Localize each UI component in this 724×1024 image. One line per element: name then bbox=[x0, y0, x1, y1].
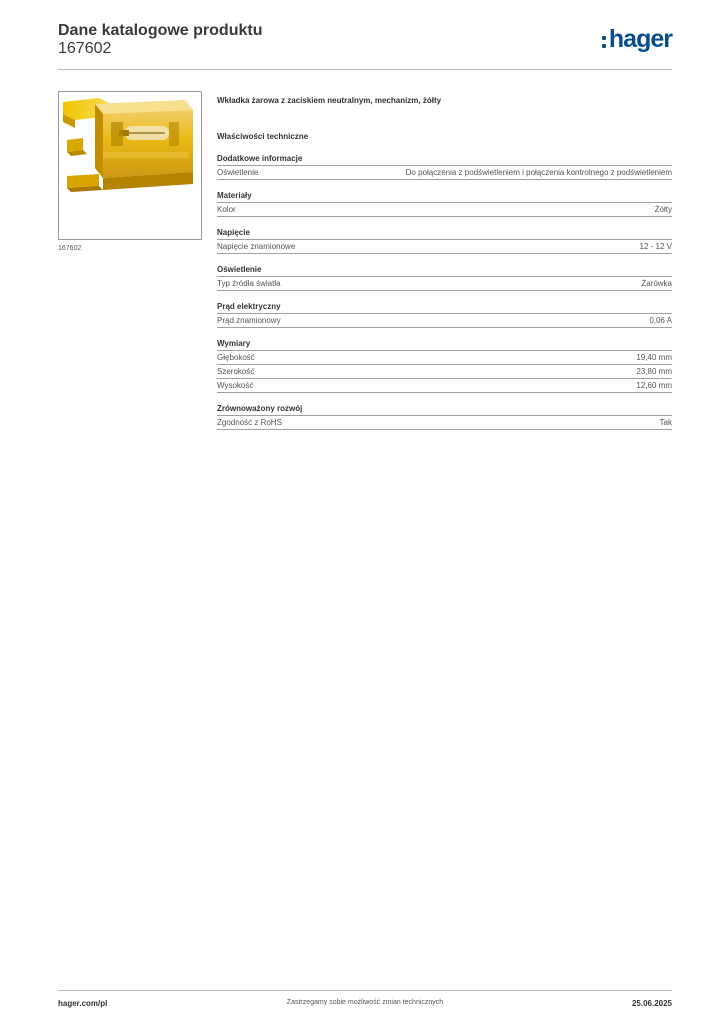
property-row: Szerokość 23,80 mm bbox=[217, 365, 672, 379]
property-value: Żarówka bbox=[641, 279, 672, 288]
section-title: Oświetlenie bbox=[217, 264, 672, 277]
document-title: Dane katalogowe produktu bbox=[58, 22, 263, 39]
footer-date: 25.06.2025 bbox=[631, 999, 672, 1008]
property-label: Typ źródła światła bbox=[217, 279, 281, 288]
property-label: Szerokość bbox=[217, 367, 255, 376]
yellow-lamp-insert-image bbox=[63, 98, 193, 192]
section-title: Napięcie bbox=[217, 227, 672, 240]
property-value: Żółty bbox=[654, 205, 672, 214]
property-label: Kolor bbox=[217, 205, 236, 214]
property-value: 12 - 12 V bbox=[639, 242, 672, 251]
product-name: Wkładka żarowa z zaciskiem neutralnym, m… bbox=[217, 96, 442, 105]
property-row: Kolor Żółty bbox=[217, 203, 672, 217]
hager-logo: hager bbox=[601, 25, 673, 53]
property-value: 19,40 mm bbox=[636, 353, 672, 362]
property-row: Głębokość 19,40 mm bbox=[217, 351, 672, 365]
property-row: Prąd znamionowy 0,06 A bbox=[217, 314, 672, 328]
product-image bbox=[58, 91, 202, 240]
property-value: 0,06 A bbox=[649, 316, 672, 325]
footer-disclaimer: Zastrzegamy sobie możliwość zmian techni… bbox=[286, 999, 444, 1006]
property-label: Napięcie znamionowe bbox=[217, 242, 296, 251]
section-title: Prąd elektryczny bbox=[217, 301, 672, 314]
property-row: Oświetlenie Do połączenia z podświetleni… bbox=[217, 166, 672, 180]
section-additional-info: Dodatkowe informacje Oświetlenie Do połą… bbox=[217, 153, 672, 180]
property-label: Zgodność z RoHS bbox=[217, 418, 282, 427]
logo-wordmark: hager bbox=[608, 25, 673, 53]
property-row: Napięcie znamionowe 12 - 12 V bbox=[217, 240, 672, 254]
section-title: Dodatkowe informacje bbox=[217, 153, 672, 166]
section-sustainability: Zrównoważony rozwój Zgodność z RoHS Tak bbox=[217, 403, 672, 430]
technical-properties-title: Właściwości techniczne bbox=[217, 132, 309, 141]
section-dimensions: Wymiary Głębokość 19,40 mm Szerokość 23,… bbox=[217, 338, 672, 393]
property-label: Oświetlenie bbox=[217, 168, 259, 177]
section-title: Zrównoważony rozwój bbox=[217, 403, 672, 416]
property-row: Typ źródła światła Żarówka bbox=[217, 277, 672, 291]
product-details: Wkładka żarowa z zaciskiem neutralnym, m… bbox=[217, 95, 672, 430]
image-caption: 167602 bbox=[58, 245, 82, 252]
property-label: Wysokość bbox=[217, 381, 254, 390]
section-title: Wymiary bbox=[217, 338, 672, 351]
page-header: Dane katalogowe produktu 167602 hager bbox=[58, 22, 673, 70]
property-label: Głębokość bbox=[217, 353, 255, 362]
property-value: Tak bbox=[659, 418, 672, 427]
section-title: Materiały bbox=[217, 190, 672, 203]
page-footer: hager.com/pl Zastrzegamy sobie możliwość… bbox=[58, 990, 672, 1015]
property-value: Do połączenia z podświetleniem i połącze… bbox=[405, 168, 672, 177]
section-materials: Materiały Kolor Żółty bbox=[217, 190, 672, 217]
footer-website: hager.com/pl bbox=[58, 999, 108, 1008]
property-row: Zgodność z RoHS Tak bbox=[217, 416, 672, 430]
section-current: Prąd elektryczny Prąd znamionowy 0,06 A bbox=[217, 301, 672, 328]
property-row: Wysokość 12,60 mm bbox=[217, 379, 672, 393]
logo-dots-icon bbox=[601, 36, 606, 48]
section-voltage: Napięcie Napięcie znamionowe 12 - 12 V bbox=[217, 227, 672, 254]
property-value: 12,60 mm bbox=[636, 381, 672, 390]
section-lighting: Oświetlenie Typ źródła światła Żarówka bbox=[217, 264, 672, 291]
property-label: Prąd znamionowy bbox=[217, 316, 281, 325]
property-value: 23,80 mm bbox=[636, 367, 672, 376]
product-number: 167602 bbox=[58, 40, 112, 57]
